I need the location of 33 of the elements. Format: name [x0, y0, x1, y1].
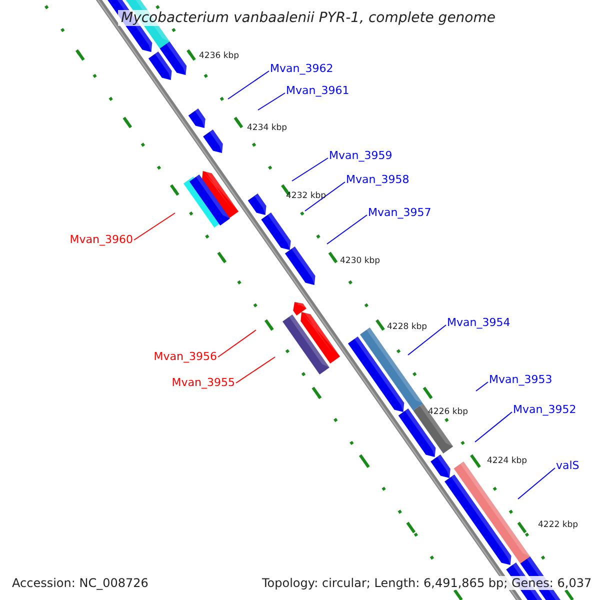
leader-line	[292, 158, 328, 182]
scale-label: 4230 kbp	[340, 257, 380, 266]
gene-label: Mvan_3961	[286, 85, 350, 96]
gene-label: Mvan_3954	[447, 317, 510, 328]
gene-label: Mvan_3958	[346, 174, 410, 185]
leader-line	[474, 412, 512, 442]
scale-label: 4234 kbp	[247, 124, 288, 132]
gene-label: Mvan_3953	[489, 374, 552, 385]
scale-label: 4224 kbp	[487, 457, 528, 466]
gene-label: Mvan_3956	[154, 351, 217, 362]
leader-line	[134, 212, 176, 240]
gene-label: Mvan_3960	[70, 234, 133, 245]
gene-label: Mvan_3957	[368, 207, 432, 218]
scale-label: 4232 kbp	[286, 192, 326, 200]
gene-label: valS	[556, 460, 580, 471]
leader-line	[476, 382, 488, 392]
gene-label: Mvan_3962	[270, 63, 334, 74]
gene-label: Mvan_3959	[329, 150, 392, 161]
leader-line	[518, 468, 556, 500]
scale-label: 4222 kbp	[538, 521, 578, 530]
leader-line	[258, 92, 286, 110]
info-text: Accession: NC_008726	[10, 576, 150, 590]
gene-label: Mvan_3955	[172, 377, 235, 388]
leader-line	[304, 182, 346, 212]
scale-label: 4228 kbp	[387, 323, 428, 332]
scale-label: 4236 kbp	[199, 52, 240, 60]
leader-line	[326, 214, 368, 244]
leader-line	[218, 330, 256, 358]
gene-label: Mvan_3952	[513, 404, 576, 415]
leader-line	[408, 324, 446, 356]
leader-line	[228, 70, 270, 100]
scale-label: 4226 kbp	[428, 408, 468, 416]
leader-line	[236, 356, 276, 384]
